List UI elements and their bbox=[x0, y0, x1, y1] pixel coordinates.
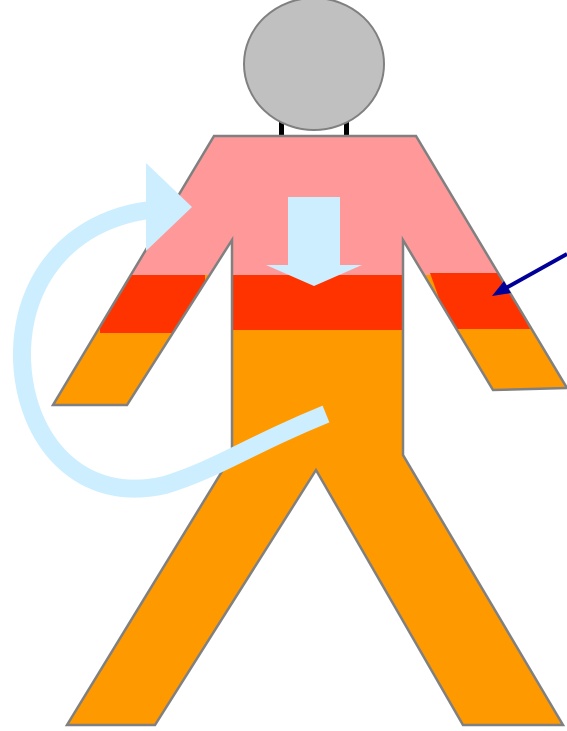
pointer-arrow-icon bbox=[492, 254, 567, 296]
upper-body-region bbox=[0, 120, 567, 280]
head bbox=[244, 0, 384, 130]
left-arm-band bbox=[100, 275, 205, 333]
lower-body-region bbox=[0, 275, 567, 731]
